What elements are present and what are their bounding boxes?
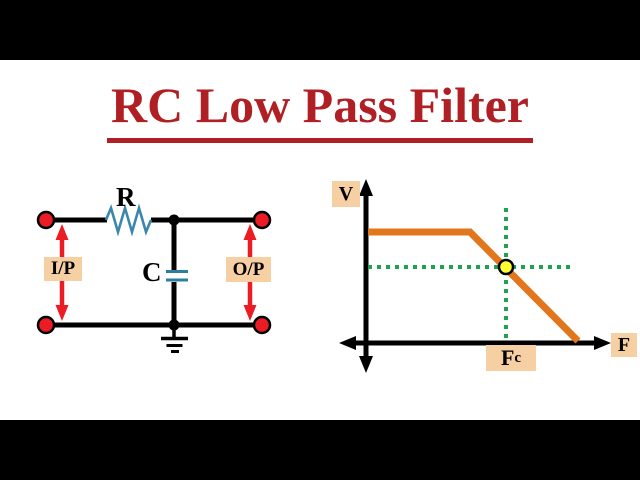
letterbox-bottom xyxy=(0,420,640,480)
input-arrow-head-up xyxy=(55,224,69,240)
input-label-box: I/P xyxy=(44,257,82,281)
terminal-output-top xyxy=(252,210,272,230)
cutoff-point-marker xyxy=(497,258,515,276)
terminal-input-top xyxy=(36,210,56,230)
output-arrow-head-up xyxy=(243,224,257,240)
junction-dot-top xyxy=(168,214,180,226)
f-axis-label-box: F xyxy=(611,333,637,357)
cutoff-label-subscript: c xyxy=(514,349,522,366)
letterbox-top xyxy=(0,0,640,60)
f-axis-arrow-left xyxy=(339,336,356,350)
cutoff-label-main: F xyxy=(500,345,515,370)
input-arrow-head-down xyxy=(55,305,69,321)
v-axis-arrow-down xyxy=(359,356,373,373)
capacitor-label: C xyxy=(142,257,162,287)
resistor-zigzag xyxy=(104,203,153,237)
output-label-box: O/P xyxy=(226,257,271,282)
resistor-label: R xyxy=(116,182,136,212)
f-axis-arrow-right xyxy=(594,336,611,350)
v-axis-label-box: V xyxy=(332,181,360,207)
output-arrow-head-down xyxy=(243,305,257,321)
diagram-canvas xyxy=(36,179,611,373)
terminal-input-bottom xyxy=(36,315,56,335)
page-title: RC Low Pass Filter xyxy=(107,80,533,143)
title-wrap: RC Low Pass Filter xyxy=(0,60,640,143)
frequency-response-curve xyxy=(368,228,581,344)
slide-content: RC Low Pass Filter xyxy=(0,60,640,420)
terminal-output-bottom xyxy=(252,315,272,335)
v-axis-arrow-up xyxy=(359,179,373,196)
